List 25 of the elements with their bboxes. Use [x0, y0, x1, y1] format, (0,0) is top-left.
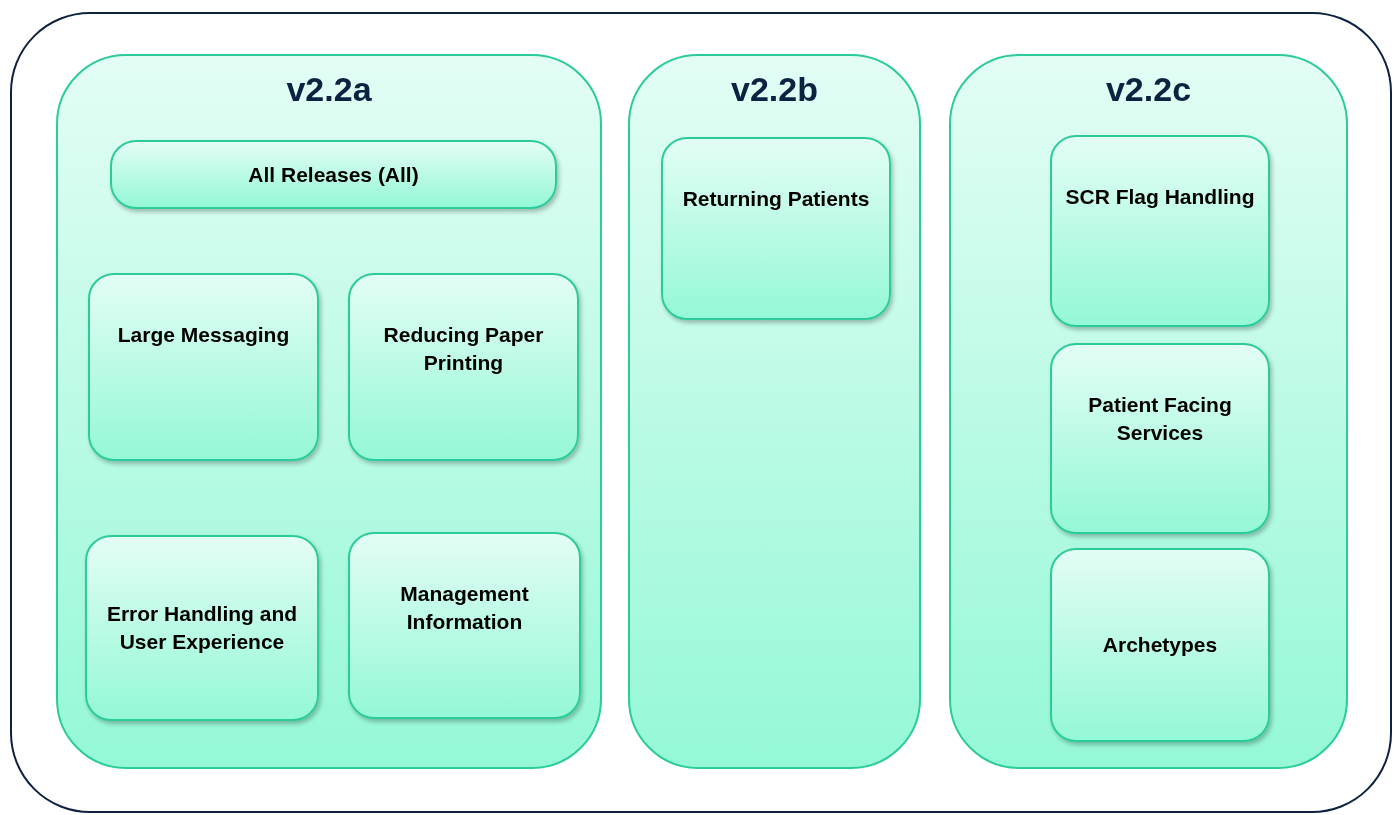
feature-card: [110, 140, 557, 209]
feature-card: [1050, 548, 1270, 742]
feature-label: Returning Patients: [681, 186, 871, 212]
feature-label: Large Messaging: [116, 322, 291, 348]
release-panel: [949, 54, 1348, 769]
panel-heading: v2.2a: [285, 70, 373, 109]
panel-heading: v2.2c: [1104, 70, 1193, 109]
feature-card: [348, 273, 579, 461]
release-panel: [56, 54, 602, 769]
feature-label: Patient Facing Services: [1087, 392, 1233, 446]
feature-card: [88, 273, 319, 461]
feature-label: SCR Flag Handling: [1064, 184, 1256, 210]
feature-card: [1050, 135, 1270, 327]
feature-label: Archetypes: [1101, 632, 1219, 658]
feature-card: [661, 137, 891, 320]
panel-heading: v2.2b: [730, 70, 819, 109]
release-panel: [628, 54, 921, 769]
feature-label: Management Information: [399, 581, 530, 635]
feature-card: [348, 532, 581, 719]
feature-label: Reducing Paper Printing: [382, 322, 545, 376]
feature-label: Error Handling and User Experience: [105, 601, 299, 655]
feature-card: [85, 535, 319, 721]
frame-border: [10, 12, 1392, 813]
feature-label: All Releases (All): [247, 161, 420, 188]
feature-card: [1050, 343, 1270, 534]
